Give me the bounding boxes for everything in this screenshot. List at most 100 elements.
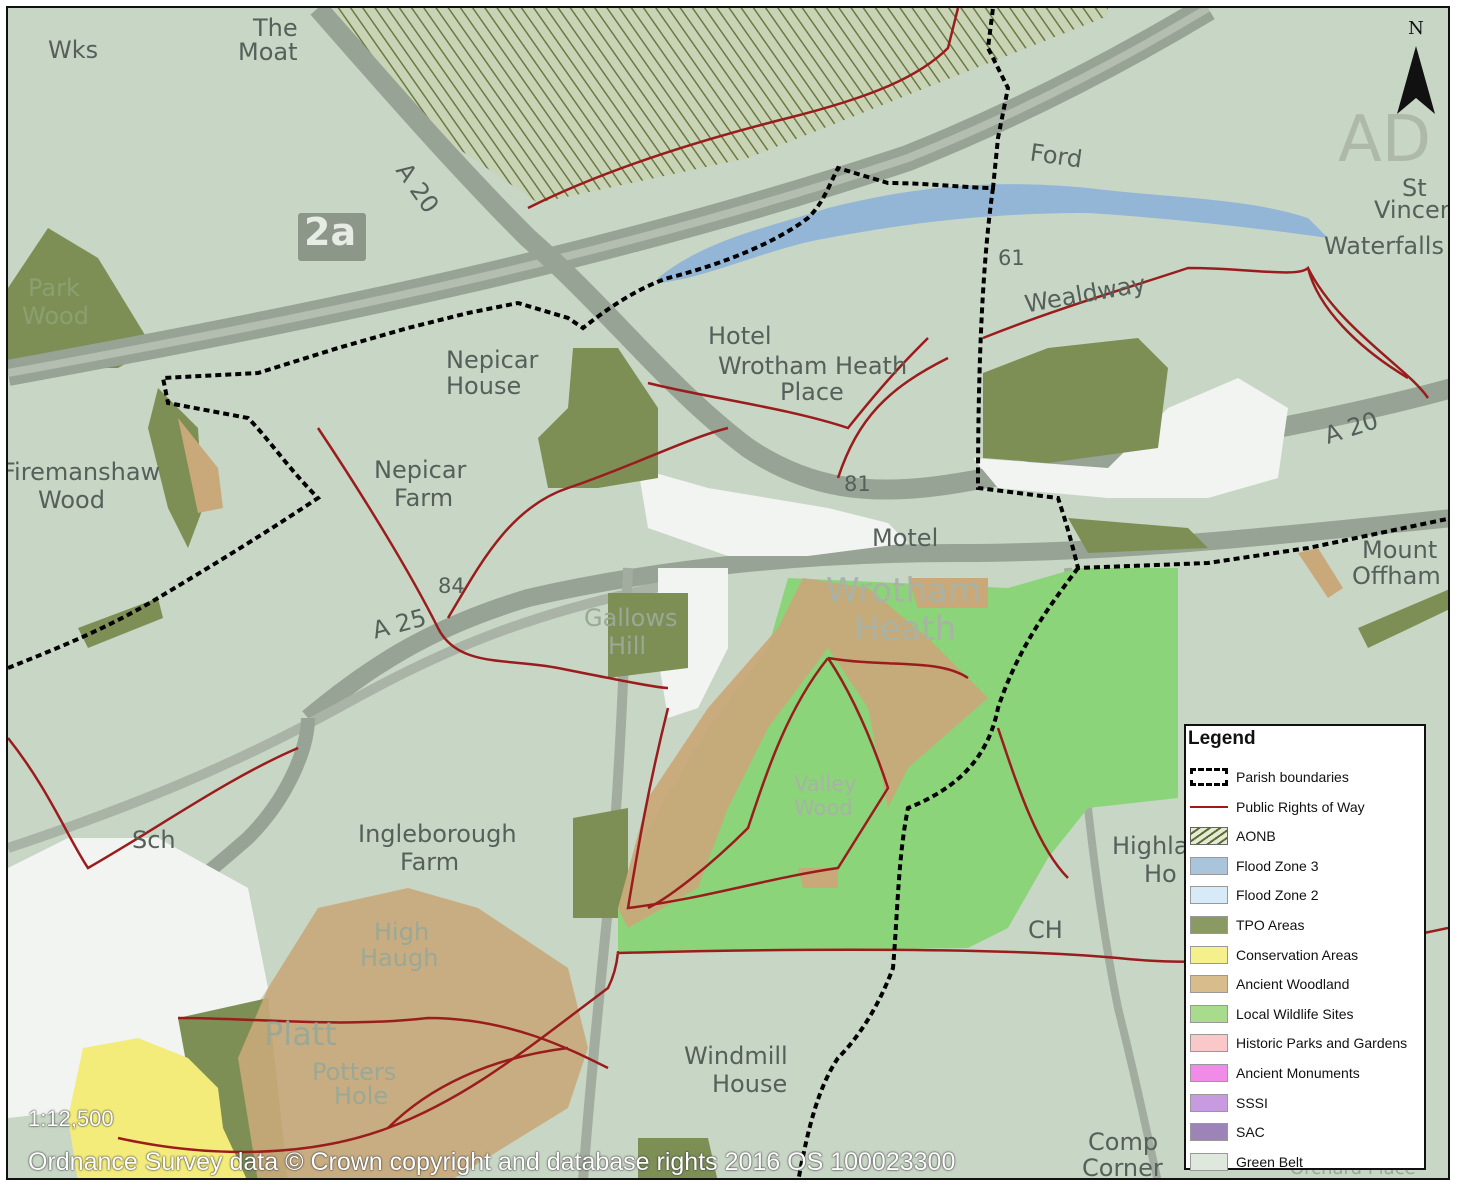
aw-fireman (178, 418, 223, 513)
label-mount: Mount (1362, 536, 1438, 564)
legend-swatch (1190, 975, 1228, 994)
legend-item: SAC (1186, 1121, 1426, 1145)
north-arrow-icon (1397, 46, 1435, 114)
label-farm: Farm (394, 484, 454, 512)
label-ch: CH (1028, 916, 1063, 944)
label-81: 81 (844, 472, 871, 496)
label-corner: Corner (1082, 1154, 1163, 1180)
legend-swatch (1190, 1034, 1228, 1053)
legend-title: Legend (1188, 728, 1256, 749)
legend-swatch (1190, 1064, 1228, 1082)
label-wrotham-heath: Wrotham Heath (718, 352, 908, 380)
label-motel: Motel (872, 524, 939, 552)
legend-label: SSSI (1236, 1094, 1268, 1111)
aw-wrotham-2 (908, 578, 988, 608)
label-vincent: Vincen (1374, 196, 1450, 224)
label-84: 84 (438, 574, 465, 598)
label-hill: Hill (608, 632, 647, 660)
legend-label: Conservation Areas (1236, 946, 1359, 963)
tpo-south (573, 808, 628, 918)
legend-label: Public Rights of Way (1236, 798, 1365, 815)
tpo-park-wood (8, 228, 153, 368)
legend-swatch (1190, 1004, 1228, 1023)
label-firemanshaw: Firemanshaw (6, 458, 161, 486)
label-wks: Wks (48, 36, 99, 64)
map-frame[interactable]: Wks The Moat Park Wood 2a Nepicar House … (6, 6, 1450, 1180)
tpo-gallows (608, 593, 688, 678)
label-place: Place (780, 378, 844, 406)
road-a25 (302, 509, 1448, 725)
road-m20-inner (8, 8, 1211, 377)
tpo-strip-east (1068, 518, 1208, 553)
legend-swatch (1190, 886, 1228, 905)
legend-label: Ancient Woodland (1236, 976, 1350, 993)
north-label: N (1408, 18, 1424, 39)
legend-label: Local Wildlife Sites (1236, 1005, 1354, 1022)
label-platt: Platt (264, 1015, 337, 1053)
copyright-text: Ordnance Survey data © Crown copyright a… (28, 1148, 956, 1176)
tpo-strip-left (78, 598, 163, 648)
aw-mount-offham (1298, 548, 1343, 598)
label-ingle-farm: Farm (400, 848, 460, 876)
legend-item: Public Rights of Way (1186, 796, 1426, 820)
label-heath: Heath (854, 609, 957, 649)
junction-2a-badge (298, 213, 366, 261)
legend-swatch (1190, 1093, 1228, 1112)
legend-label: AONB (1236, 828, 1276, 845)
label-nepicar: Nepicar (446, 346, 539, 374)
label-highla: Highla (1112, 832, 1189, 860)
label-ford: Ford (1028, 138, 1085, 174)
label-haugh: Haugh (360, 944, 439, 972)
legend-label: Flood Zone 2 (1236, 887, 1319, 904)
legend-swatch (1190, 856, 1228, 875)
label-fireman-wood: Wood (38, 486, 105, 514)
legend-item: Conservation Areas (1186, 944, 1426, 968)
legend-label: Flood Zone 3 (1236, 857, 1319, 874)
parish-boundaries (8, 8, 1448, 1178)
label-house: House (446, 372, 522, 400)
tpo-strip-far (1358, 589, 1448, 648)
aw-wrotham-heath (618, 578, 988, 928)
label-ad: AD (1338, 103, 1432, 177)
label-nepicar-farm: Nepicar (374, 456, 467, 484)
label-hotel: Hotel (708, 322, 772, 350)
aw-high-haugh (238, 888, 588, 1178)
label-waterfalls: Waterfalls (1324, 232, 1444, 260)
label-potters: Potters (312, 1058, 397, 1086)
label-moat: Moat (238, 38, 298, 66)
legend-item: AONB (1186, 825, 1426, 849)
label-hole: Hole (334, 1082, 389, 1110)
legend-label: Ancient Monuments (1236, 1065, 1360, 1081)
legend-item: TPO Areas (1186, 914, 1426, 938)
legend-item: Ancient Monuments (1186, 1062, 1426, 1086)
legend-item: Green Belt (1186, 1151, 1426, 1175)
label-offham: Offham (1352, 562, 1441, 590)
tpo-bottom (638, 1138, 718, 1178)
legend-item: Parish boundaries (1186, 766, 1426, 790)
legend-swatch (1190, 827, 1228, 846)
tpo-fireman (148, 388, 203, 548)
legend-swatch (1190, 945, 1228, 964)
legend-label: SAC (1236, 1124, 1265, 1141)
legend-swatch (1190, 1123, 1228, 1142)
legend-item: Ancient Woodland (1186, 973, 1426, 997)
label-sch: Sch (132, 826, 176, 854)
scale-text: 1:12,500 (28, 1106, 114, 1131)
label-wrotham: Wrotham (826, 571, 981, 611)
label-park: Park (28, 274, 80, 302)
label-comp: Comp (1088, 1128, 1159, 1156)
public-rights-of-way (8, 8, 1448, 1154)
map-canvas[interactable] (8, 8, 1450, 1180)
legend-swatch (1190, 916, 1228, 934)
urban-east (973, 378, 1288, 498)
legend-item: Flood Zone 3 (1186, 855, 1426, 879)
legend-swatch (1190, 1152, 1228, 1171)
tpo-east (983, 338, 1168, 463)
legend-label: Parish boundaries (1236, 769, 1349, 785)
label-windmill: Windmill (684, 1042, 788, 1070)
label-valley: Valley (794, 772, 857, 796)
legend-label: Historic Parks and Gardens (1236, 1035, 1408, 1052)
label-ingleborough: Ingleborough (358, 820, 517, 848)
label-2a: 2a (304, 210, 357, 254)
